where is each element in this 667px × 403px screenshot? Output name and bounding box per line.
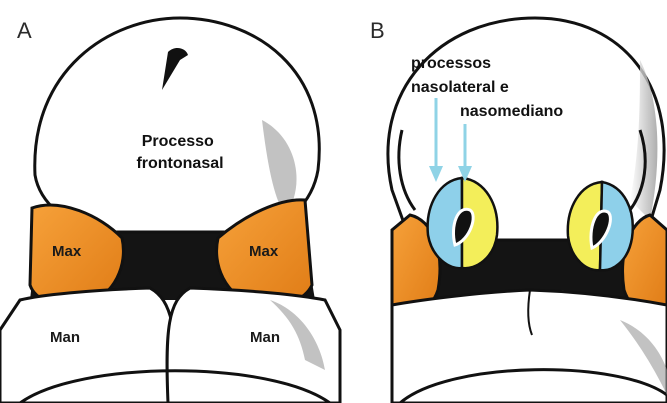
nasal-pit-right <box>568 182 633 270</box>
panel-a-letter: A <box>17 18 32 43</box>
nasal-processes-line2: nasolateral e <box>411 79 509 96</box>
nasal-pit-left <box>428 178 498 268</box>
panel-b-letter: B <box>370 18 385 43</box>
mandibular-process-left <box>0 288 176 403</box>
panel-a: A Processo frontonasal Max Max Man Man <box>0 18 340 403</box>
nasal-processes-line1: processos <box>411 55 491 72</box>
nasal-processes-line3: nasomediano <box>460 103 563 120</box>
frontonasal-label-line2: frontonasal <box>136 155 223 172</box>
man-label-left: Man <box>50 329 80 346</box>
max-label-left: Max <box>52 243 82 260</box>
max-label-right: Max <box>249 243 279 260</box>
panel-b: B processos nasolateral e nasomediano <box>370 18 667 403</box>
man-label-right: Man <box>250 329 280 346</box>
frontonasal-label-line1: Processo <box>142 133 214 150</box>
